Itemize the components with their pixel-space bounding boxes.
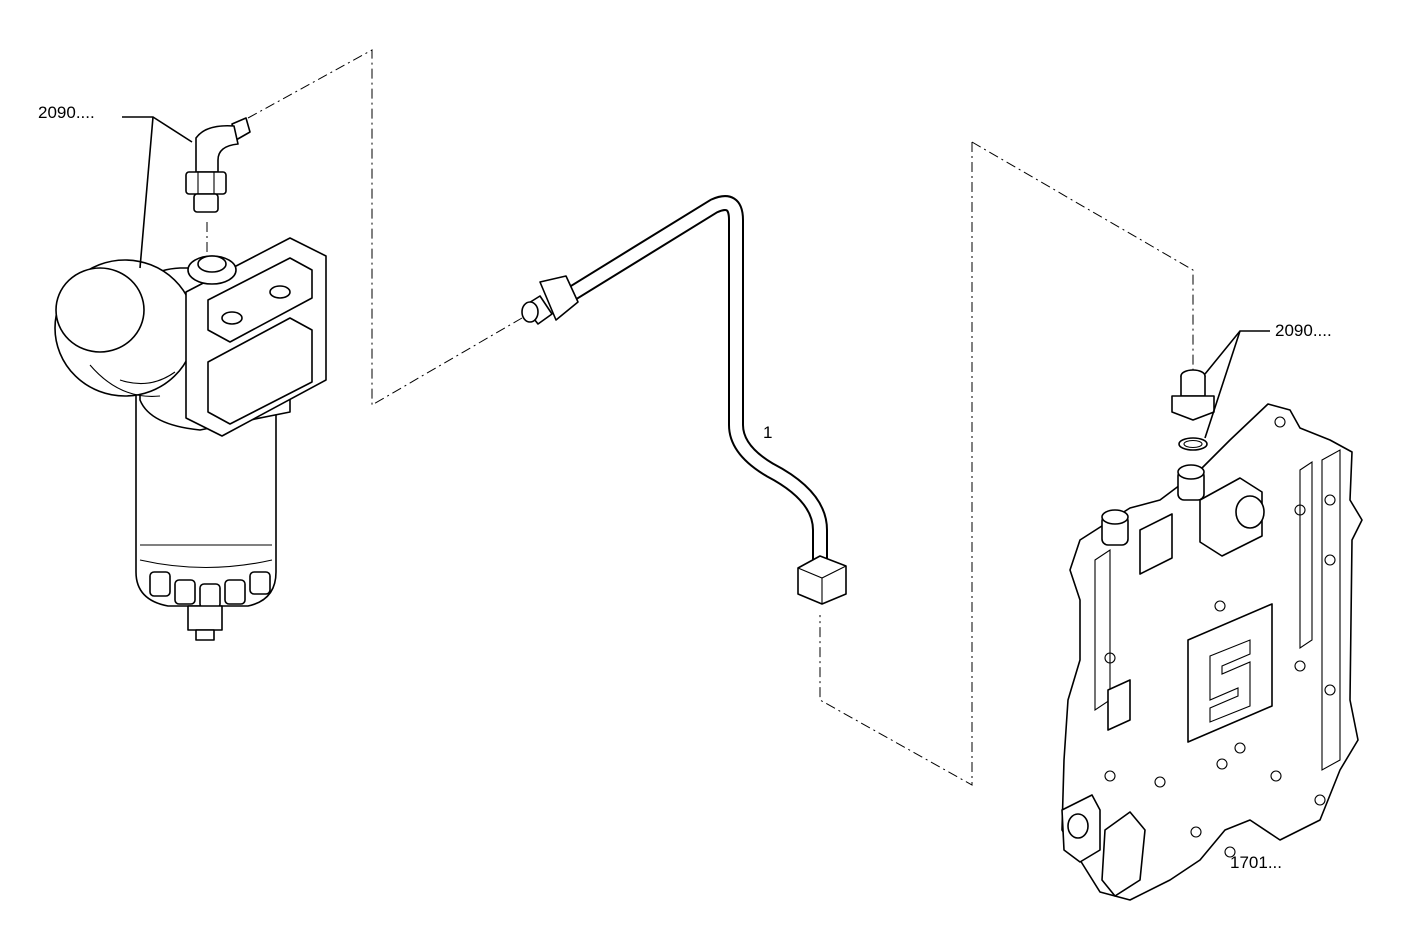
plate-fitting bbox=[1171, 369, 1215, 451]
elbow-fitting bbox=[185, 117, 251, 213]
callout-pipe: 1 bbox=[763, 423, 773, 442]
valve-plate bbox=[1061, 403, 1363, 901]
leader-lines bbox=[122, 116, 1270, 439]
callout-plate: 1701... bbox=[1230, 853, 1282, 872]
fuel-filter-assembly bbox=[54, 237, 327, 641]
callout-plate-fitting: 2090.... bbox=[1275, 321, 1332, 340]
pipe-assembly bbox=[521, 195, 847, 605]
callout-filter-fitting: 2090.... bbox=[38, 103, 95, 122]
assembly-centerlines bbox=[206, 49, 1194, 786]
